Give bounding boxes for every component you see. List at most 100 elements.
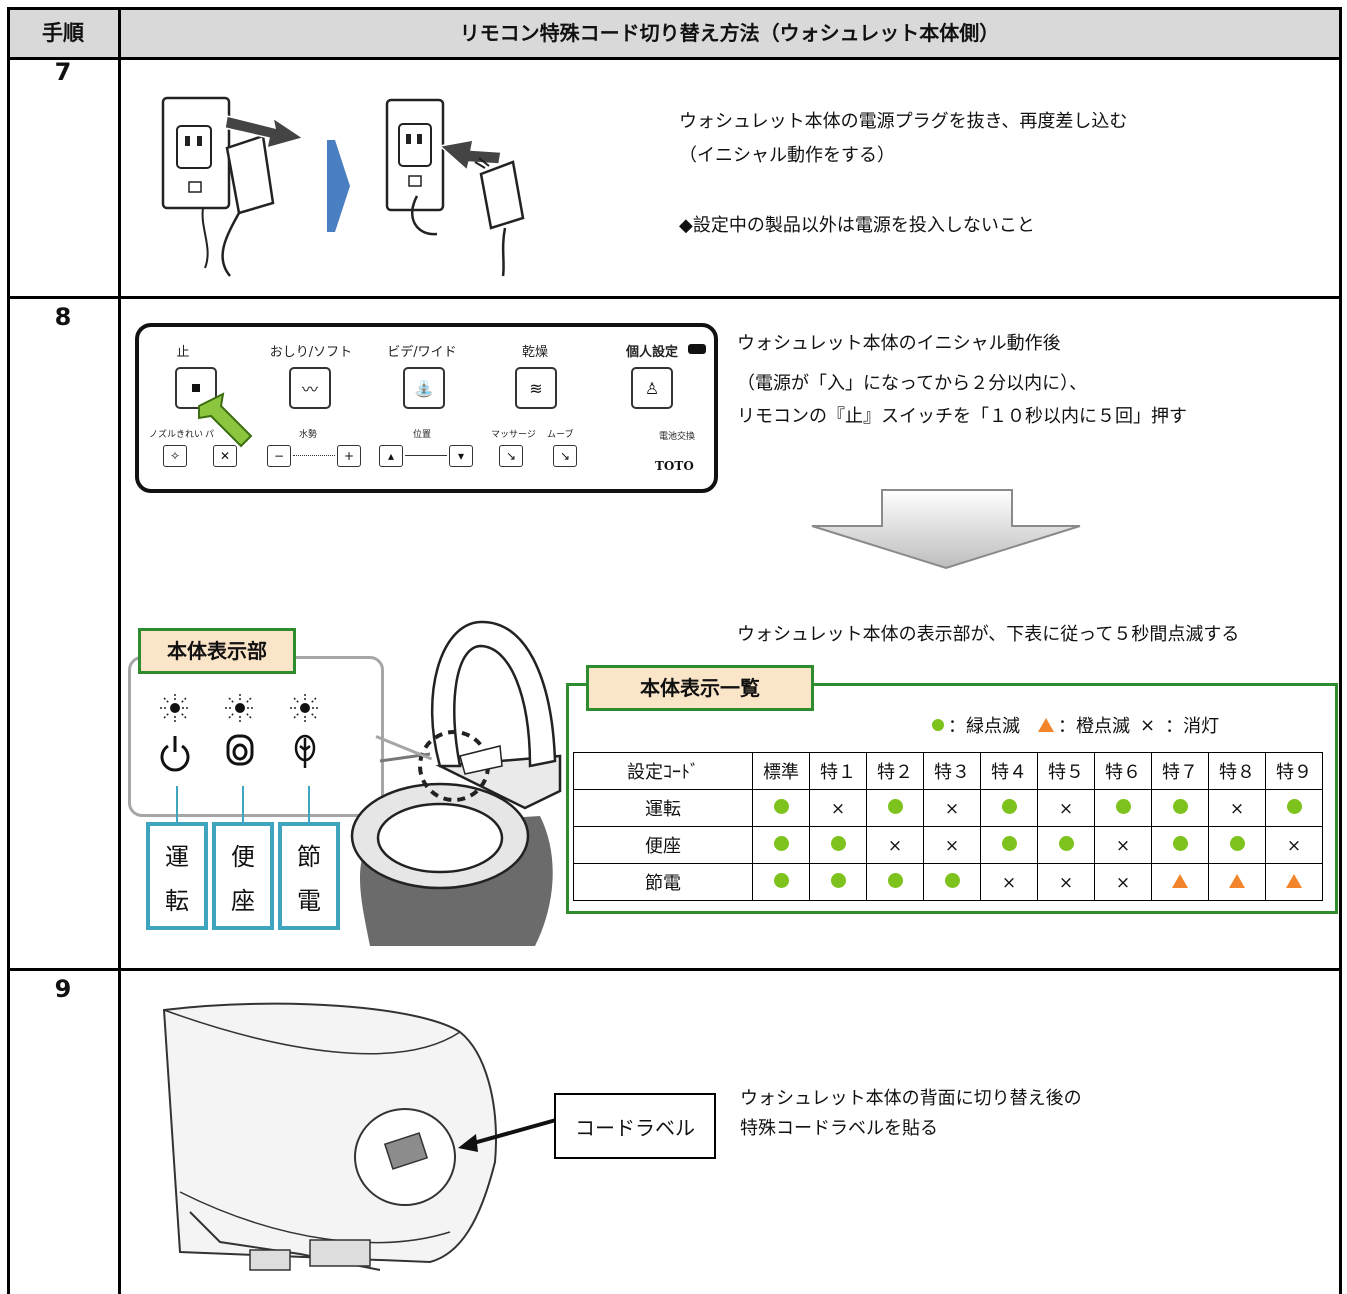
- green-dot-icon: [830, 872, 846, 888]
- personal-indicator: [688, 344, 706, 354]
- off-cross-icon: ×: [944, 835, 960, 856]
- green-dot-icon: [1172, 835, 1188, 851]
- remote-label-personal: 個人設定: [625, 345, 678, 360]
- table-header: 特６: [1094, 752, 1152, 790]
- table-row: 便座 × × × ×: [573, 826, 1323, 864]
- green-dot-icon: [830, 835, 846, 851]
- state-cell: [752, 789, 810, 827]
- nozzle-clean-button[interactable]: ✧: [163, 445, 187, 467]
- display-panel-title: 本体表示部: [138, 628, 296, 674]
- state-cell: [980, 826, 1038, 864]
- green-dot-icon: [773, 835, 789, 851]
- bidet-icon: ⛲: [414, 378, 434, 398]
- dry-button[interactable]: ≋: [515, 367, 557, 409]
- position-scale: [405, 455, 447, 456]
- green-dot-icon: [1001, 798, 1017, 814]
- indicator-char: 便: [231, 842, 255, 871]
- fan-button[interactable]: ✕: [213, 445, 237, 467]
- remote-label-oshiri: おしり/ソフト: [269, 345, 353, 360]
- oshiri-button[interactable]: 〰: [289, 367, 331, 409]
- state-cell: [866, 789, 924, 827]
- position-down-button[interactable]: ▾: [449, 445, 473, 467]
- table-header: 特３: [923, 752, 981, 790]
- remote-label-bidet: ビデ/ワイド: [387, 345, 457, 360]
- state-cell: ×: [1094, 826, 1152, 864]
- indicator-char: 節: [297, 842, 321, 871]
- pressure-scale: [293, 455, 335, 456]
- green-dot-icon: [1058, 835, 1074, 851]
- table-row: 節電 ×××: [573, 863, 1323, 901]
- table-header: 特５: [1037, 752, 1095, 790]
- off-cross-icon: ×: [887, 835, 903, 856]
- label-massage: マッサージ: [491, 430, 536, 440]
- indicator-label-seat: 便 座: [212, 822, 274, 930]
- connector-line: [176, 786, 178, 824]
- step7-instruction-1: ウォシュレット本体の電源プラグを抜き、再度差し込む: [679, 111, 1128, 132]
- pressure-minus-button[interactable]: −: [267, 445, 291, 467]
- power-icon: [160, 736, 190, 772]
- personal-button[interactable]: ♙: [631, 367, 673, 409]
- legend-off: ：消灯: [1165, 716, 1220, 737]
- off-cross-icon: ×: [1115, 872, 1131, 893]
- green-dot-icon: [887, 872, 903, 888]
- step8-instruction-2: （電源が「入」になってから２分以内に）、: [737, 373, 1088, 394]
- step8-instruction-1: ウォシュレット本体のイニシャル動作後: [737, 333, 1061, 354]
- off-cross-icon: ×: [1115, 835, 1131, 856]
- remote-label-stop: 止: [176, 345, 190, 360]
- off-cross-icon: ×: [1229, 798, 1245, 819]
- state-cell: [866, 863, 924, 901]
- green-dot-icon: [1115, 798, 1131, 814]
- state-cell: [1208, 826, 1266, 864]
- state-cell: [1037, 826, 1095, 864]
- leaf-icon: [294, 734, 316, 768]
- legend-orange: ：橙点滅: [1058, 716, 1130, 737]
- code-label-callout: コードラベル: [554, 1093, 716, 1159]
- step7-note: ◆設定中の製品以外は電源を投入しないこと: [679, 215, 1035, 236]
- green-dot-icon: [944, 872, 960, 888]
- row-label: 便座: [573, 826, 753, 864]
- green-dot-icon: [1172, 798, 1188, 814]
- display-panel: [128, 656, 384, 817]
- code-table-title: 本体表示一覧: [586, 665, 814, 711]
- step9-instruction-2: 特殊コードラベルを貼る: [740, 1118, 938, 1139]
- green-dot-icon: [773, 872, 789, 888]
- table-border-right: [1339, 7, 1342, 1294]
- table-header: 特９: [1265, 752, 1323, 790]
- toilet-back-illustration: [162, 1002, 497, 1271]
- table-header: 特４: [980, 752, 1038, 790]
- state-cell: ×: [980, 863, 1038, 901]
- row-label: 運転: [573, 789, 753, 827]
- oshiri-icon: 〰: [301, 380, 318, 399]
- state-cell: ×: [923, 826, 981, 864]
- green-dot-icon: [887, 798, 903, 814]
- step-number-9: 9: [54, 975, 72, 1003]
- massage-button[interactable]: ↘: [499, 445, 523, 467]
- label-position: 位置: [413, 430, 432, 440]
- indicator-char: 座: [231, 886, 255, 915]
- state-cell: [1208, 863, 1266, 901]
- table-header: 標準: [752, 752, 810, 790]
- orange-triangle-icon: [1229, 873, 1245, 888]
- state-cell: [1265, 863, 1323, 901]
- state-cell: [809, 863, 867, 901]
- state-cell: ×: [923, 789, 981, 827]
- orange-triangle-icon: [1172, 873, 1188, 888]
- position-up-button[interactable]: ▴: [379, 445, 403, 467]
- connector-line: [308, 786, 310, 824]
- table-header: 設定ｺｰﾄﾞ: [573, 752, 753, 790]
- table-border-top: [8, 7, 1342, 10]
- off-cross-icon: ×: [1286, 835, 1302, 856]
- person-icon: ♙: [644, 378, 660, 398]
- label-arrow-icon: [458, 1118, 557, 1152]
- row-divider: [8, 296, 1342, 299]
- state-cell: ×: [866, 826, 924, 864]
- code-table: 設定ｺｰﾄﾞ 標準 特１ 特２ 特３ 特４ 特５ 特６ 特７ 特８ 特９ 運転 …: [573, 752, 1323, 901]
- bidet-button[interactable]: ⛲: [403, 367, 445, 409]
- stop-icon: [192, 384, 200, 392]
- off-cross-icon: ×: [944, 798, 960, 819]
- unplug-illustration: [161, 96, 525, 277]
- table-legend: ：緑点滅 ：橙点滅 × ：消灯: [932, 712, 1219, 738]
- indicator-char: 転: [165, 886, 189, 915]
- pressure-plus-button[interactable]: +: [337, 445, 361, 467]
- move-button[interactable]: ↘: [553, 445, 577, 467]
